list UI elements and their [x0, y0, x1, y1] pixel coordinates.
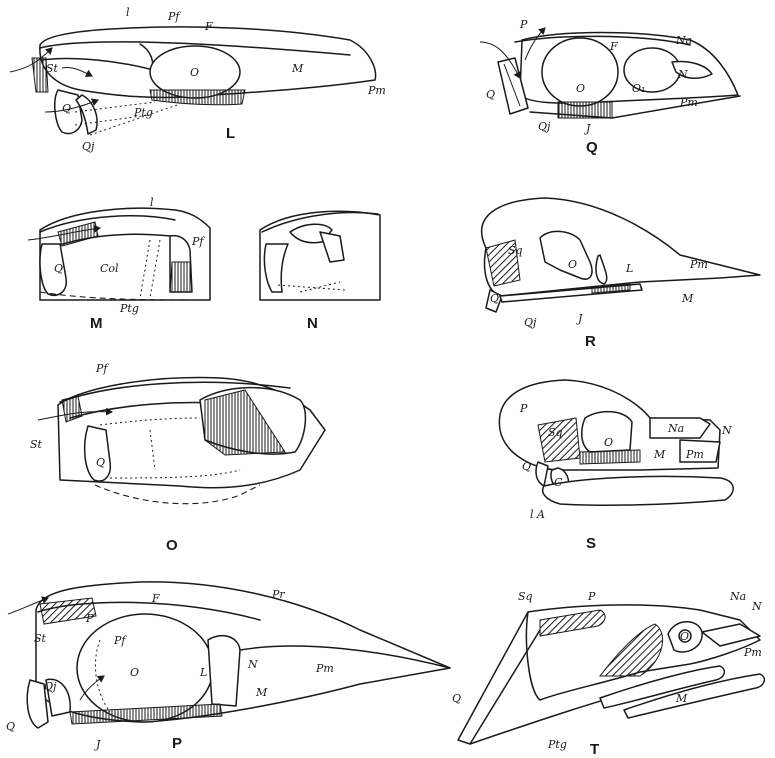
label-sq: Sq [548, 426, 563, 439]
label-pm: Pm [685, 448, 704, 461]
label-qj: Qj [538, 120, 551, 133]
figure-n: N [260, 211, 380, 332]
label-j: J [584, 122, 591, 135]
caption-o: O [166, 537, 178, 554]
label-o: O [568, 258, 577, 271]
label-q: Q [96, 456, 105, 469]
caption-l: L [226, 125, 235, 142]
caption-q: Q [586, 139, 598, 156]
label-pf: Pf [113, 634, 127, 647]
label-f: F [609, 40, 618, 53]
label-st: St [34, 632, 47, 645]
label-o: O [604, 436, 613, 449]
label-pm: Pm [689, 258, 708, 271]
label-pm: Pm [315, 662, 334, 675]
caption-s: S [586, 535, 596, 552]
label-qj: Qj [82, 140, 95, 153]
label-qj: Qj [524, 316, 537, 329]
label-p: P [519, 18, 528, 31]
label-o: O [576, 82, 585, 95]
jugal-hatch [150, 90, 245, 105]
label-q: Q [6, 720, 15, 733]
label-q: Q [54, 262, 63, 275]
label-sq: Sq [518, 590, 533, 603]
label-pm: Pm [679, 96, 698, 109]
figure-m: l Pf Q Col Ptg M [28, 196, 210, 332]
label-ptg: Ptg [119, 302, 139, 315]
label-m: M [681, 292, 694, 305]
label-j: J [94, 738, 101, 751]
label-n: N [677, 68, 688, 81]
label-q: Q [452, 692, 461, 705]
label-pr: Pr [271, 588, 285, 601]
label-o: O [190, 66, 199, 79]
label-o: O [680, 630, 689, 643]
label-pf: Pf [95, 362, 109, 375]
label-na: Na [729, 590, 746, 603]
quadrate [536, 462, 548, 486]
caption-m: M [90, 315, 103, 332]
label-p: P [587, 590, 596, 603]
squamosal-hatch [538, 418, 580, 462]
figure-t: Sq P Na N O Pm Q M Ptg T [452, 590, 764, 758]
label-m: M [291, 62, 304, 75]
figure-s: P Sq O Na N M Pm Q C l A S [499, 380, 733, 552]
label-m: M [255, 686, 268, 699]
label-m: M [653, 448, 666, 461]
label-l: L [199, 666, 207, 679]
label-q: Q [522, 460, 531, 473]
label-ptg: Ptg [133, 106, 153, 119]
jugal-hatch [580, 450, 640, 464]
label-l: L [625, 262, 633, 275]
caption-r: R [585, 333, 596, 350]
label-n: N [247, 658, 258, 671]
label-l: l [150, 196, 154, 209]
label-f: F [204, 20, 213, 33]
label-q: Q [486, 88, 495, 101]
label-la: l A [530, 508, 545, 521]
label-c: C [554, 476, 563, 489]
label-pf: Pf [191, 235, 205, 248]
label-p: P [85, 612, 94, 625]
figure-l: l Pf F St O M Pm Q Ptg Qj L [10, 6, 386, 153]
lacrimal [208, 636, 240, 706]
label-l: l [126, 6, 130, 19]
label-m: M [675, 692, 688, 705]
label-pf: Pf [167, 10, 181, 23]
caption-p: P [172, 735, 182, 752]
label-o: O [130, 666, 139, 679]
caption-n: N [307, 315, 318, 332]
label-col: Col [100, 262, 119, 275]
label-st: St [30, 438, 43, 451]
label-o1: O₁ [632, 82, 645, 95]
label-qj: Qj [44, 680, 57, 693]
mandible [543, 476, 734, 505]
skull-outline [482, 198, 760, 296]
label-na: Na [675, 34, 692, 47]
label-p: P [519, 402, 528, 415]
quadrate [85, 426, 111, 481]
pterygoid-dash [95, 485, 260, 504]
label-f: F [151, 592, 160, 605]
label-j: J [576, 312, 583, 325]
caption-t: T [590, 741, 599, 758]
figure-q: P F Na N O O₁ Pm Q Qj J Q [480, 18, 740, 156]
label-sq: Sq [508, 244, 523, 257]
label-n: N [721, 424, 732, 437]
label-pm: Pm [743, 646, 762, 659]
figure-o: Pf St Q O [30, 362, 325, 554]
figure-p: P F Pr St Pf O L N M Pm Qj Q J P [6, 582, 450, 752]
label-n: N [751, 600, 762, 613]
label-ptg: Ptg [547, 738, 567, 751]
label-q: Q [490, 292, 499, 305]
label-na: Na [667, 422, 684, 435]
figure-r: Sq O L Pm Q Qj J M R [482, 198, 760, 350]
label-q: Q [62, 102, 71, 115]
label-st: St [46, 62, 59, 75]
orbit [542, 38, 618, 106]
prefrontal-hatch [170, 262, 192, 292]
label-pm: Pm [367, 84, 386, 97]
